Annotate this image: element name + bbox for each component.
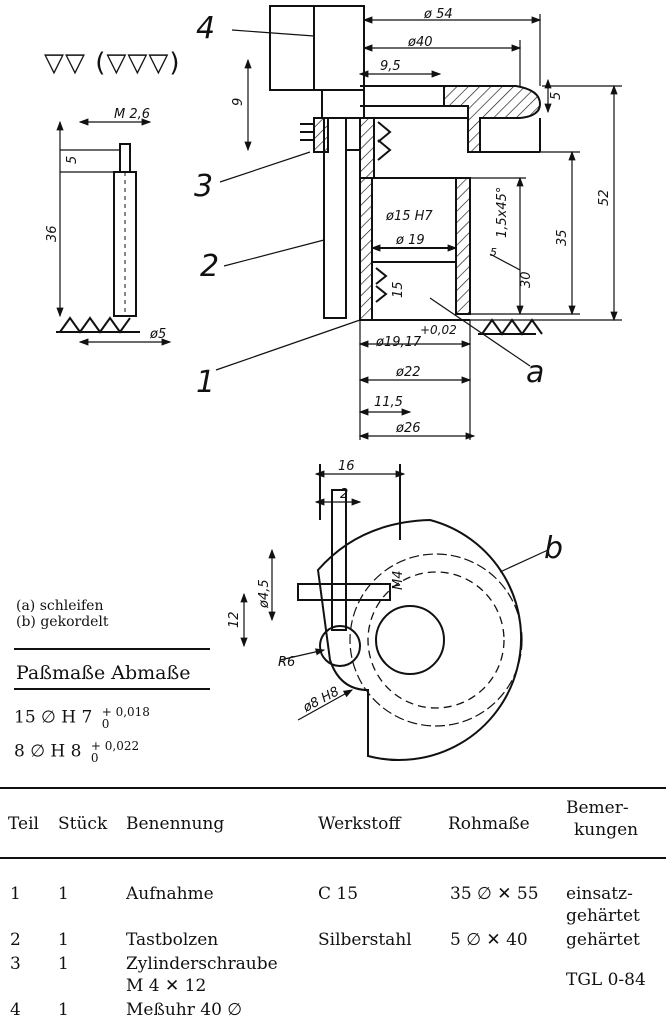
- dial-gauge-part-4: [269, 5, 365, 119]
- dim-tol002: +0,02: [420, 323, 457, 337]
- dim-m26: M 2,6: [114, 107, 150, 122]
- row3-teil: 3: [10, 954, 21, 974]
- callout-1: 1: [196, 365, 215, 400]
- dim-bm4: M4: [391, 571, 406, 591]
- fit-lower: 0: [101, 717, 110, 731]
- dim-d19: ø 19: [395, 233, 425, 248]
- note-a: (a) schleifen: [16, 598, 104, 614]
- parts-top-rule: [0, 787, 666, 789]
- plan-view: [297, 464, 523, 761]
- dim-35: 35: [555, 229, 570, 246]
- callout-4: 4: [196, 11, 215, 46]
- col-werkstoff: Werkstoff: [318, 814, 401, 834]
- callout-a: a: [526, 355, 544, 390]
- technical-drawing: 4 3 2 1 a b ø 54 ø40 9,5 9 5 52 35 30 15…: [45, 5, 622, 761]
- dim-9: 9: [231, 98, 246, 106]
- col-stueck: Stück: [58, 814, 108, 834]
- dim-br6: R6: [278, 655, 295, 670]
- row3-stueck: 1: [58, 954, 69, 974]
- fit-upper: + 0,018: [101, 705, 150, 719]
- row4-stueck: 1: [58, 1000, 69, 1020]
- fit-lower: 0: [90, 751, 99, 765]
- surface-finish-symbol: [478, 318, 543, 336]
- fit-nominal: 8 ∅ H 8: [14, 741, 82, 762]
- dim-d1917: ø19,17: [375, 335, 422, 350]
- callout-2: 2: [200, 249, 219, 284]
- fits-header-rule: [14, 688, 210, 690]
- row2-werkstoff: Silberstahl: [318, 930, 412, 950]
- dimension-lines: [56, 14, 622, 440]
- row1-bem-1: einsatz-: [566, 884, 633, 904]
- dim-d54: ø 54: [423, 7, 453, 22]
- callout-b: b: [544, 531, 563, 566]
- row1-bem-2: gehärtet: [566, 906, 640, 926]
- dim-b45: ø4,5: [257, 579, 272, 609]
- dim-b8h8: ø8 H8: [300, 684, 342, 716]
- fit-row: 15 ∅ H 7 + 0,018 0: [14, 706, 150, 730]
- plan-dimension-lines: [240, 470, 549, 721]
- row1-teil: 1: [10, 884, 21, 904]
- dim-30: 30: [519, 271, 534, 288]
- dim-s5: 5: [65, 156, 80, 164]
- col-teil: Teil: [8, 814, 39, 834]
- fit-deviation: + 0,018 0: [102, 706, 150, 730]
- fit-nominal: 15 ∅ H 7: [14, 707, 93, 728]
- row2-rohmasse: 5 ∅ ✕ 40: [450, 930, 528, 950]
- row4-benennung: Meßuhr 40 ∅: [126, 1000, 243, 1020]
- surface-notes: (a) schleifen (b) gekordelt: [16, 598, 109, 630]
- row2-stueck: 1: [58, 930, 69, 950]
- dim-b2: 2: [340, 487, 348, 502]
- row2-teil: 2: [10, 930, 21, 950]
- dim-d22: ø22: [395, 365, 421, 380]
- dim-r5: 5: [490, 246, 497, 259]
- probe-pin-part-2: [300, 117, 360, 319]
- fits-title: Paßmaße Abmaße: [16, 662, 191, 684]
- parts-header-rule: [0, 857, 666, 859]
- dim-d15h7: ø15 H7: [385, 209, 433, 224]
- note-b: (b) gekordelt: [16, 614, 109, 630]
- col-bemerkungen-1: Bemer-: [566, 798, 629, 818]
- fit-row: 8 ∅ H 8 + 0,022 0: [14, 740, 139, 764]
- dim-5: 5: [549, 92, 564, 100]
- probe-pin-detail: [56, 143, 140, 334]
- dim-b12: 12: [227, 611, 242, 628]
- col-rohmasse: Rohmaße: [448, 814, 530, 834]
- callout-3: 3: [194, 169, 213, 204]
- dim-d40: ø40: [407, 35, 433, 50]
- row2-bem: gehärtet: [566, 930, 640, 950]
- dim-b16: 16: [338, 459, 355, 474]
- dim-d26: ø26: [395, 421, 421, 436]
- dim-15: 15: [391, 281, 406, 298]
- row1-stueck: 1: [58, 884, 69, 904]
- col-benennung: Benennung: [126, 814, 225, 834]
- dim-9-5: 9,5: [380, 59, 401, 74]
- housing-section-part-1: [359, 85, 542, 321]
- col-bemerkungen-2: kungen: [574, 820, 639, 840]
- dim-52: 52: [597, 189, 612, 206]
- row2-benennung: Tastbolzen: [126, 930, 219, 950]
- row4-teil: 4: [10, 1000, 21, 1020]
- row1-benennung: Aufnahme: [126, 884, 214, 904]
- dim-chamfer: 1,5x45°: [495, 187, 510, 238]
- row1-rohmasse: 35 ∅ ✕ 55: [450, 884, 539, 904]
- row3-benennung-2: M 4 ✕ 12: [126, 976, 207, 996]
- row3-bem: TGL 0-84: [566, 970, 646, 990]
- row1-werkstoff: C 15: [318, 884, 359, 904]
- dim-11-5: 11,5: [374, 395, 403, 410]
- dim-s5b: ø5: [149, 327, 166, 342]
- surface-finish-legend: ▽▽ (▽▽▽): [44, 48, 181, 78]
- fit-upper: + 0,022: [90, 739, 140, 753]
- fit-deviation: + 0,022 0: [91, 740, 139, 764]
- row3-benennung: Zylinderschraube: [126, 954, 278, 974]
- dim-s36: 36: [45, 225, 60, 242]
- fits-top-rule: [14, 648, 210, 650]
